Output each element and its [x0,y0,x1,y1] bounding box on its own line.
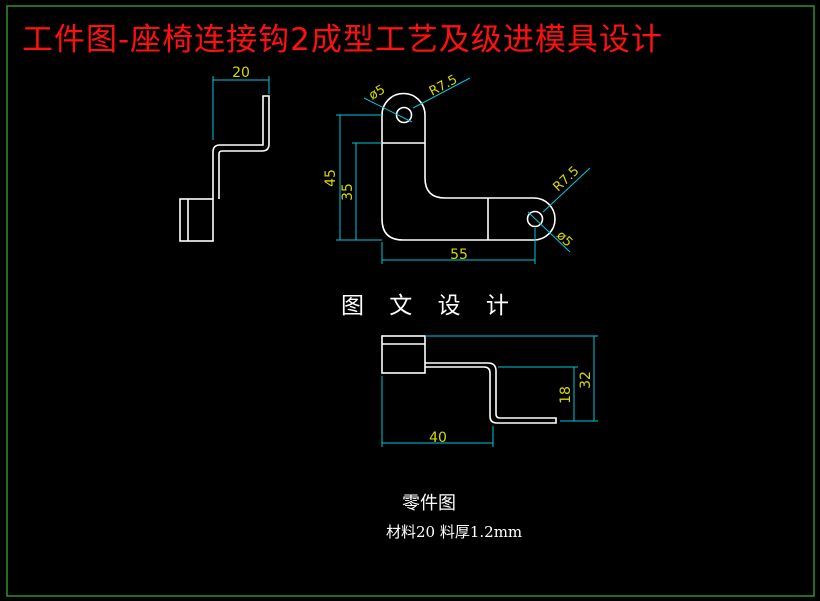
dim-height-35: 35 [340,183,356,201]
dim-front-length-40: 40 [429,430,447,446]
dim-length-55: 55 [450,247,468,263]
dim-front-height-18: 18 [558,386,574,404]
dim-hole-dia-top: ø5 [367,82,389,103]
side-view [179,95,270,242]
plan-view-dimensions [336,77,591,264]
plan-view [381,92,556,241]
side-view-dimension [212,76,270,140]
dim-front-height-32: 32 [578,371,594,389]
material-note: 材料20 料厚1.2mm [386,523,523,541]
dim-side-width: 20 [232,65,250,81]
front-view [381,335,557,424]
drawing-title: 工件图-座椅连接钩2成型工艺及级进模具设计 [22,22,663,58]
front-view-dimensions [381,335,598,447]
dim-hole-dia-right: ø5 [553,228,575,250]
section-design-label: 图 文 设 计 [341,293,518,319]
dim-radius-top: R7.5 [427,72,460,99]
section-part-label: 零件图 [402,493,456,514]
dim-height-45: 45 [323,169,339,187]
drawing-frame [6,5,815,597]
